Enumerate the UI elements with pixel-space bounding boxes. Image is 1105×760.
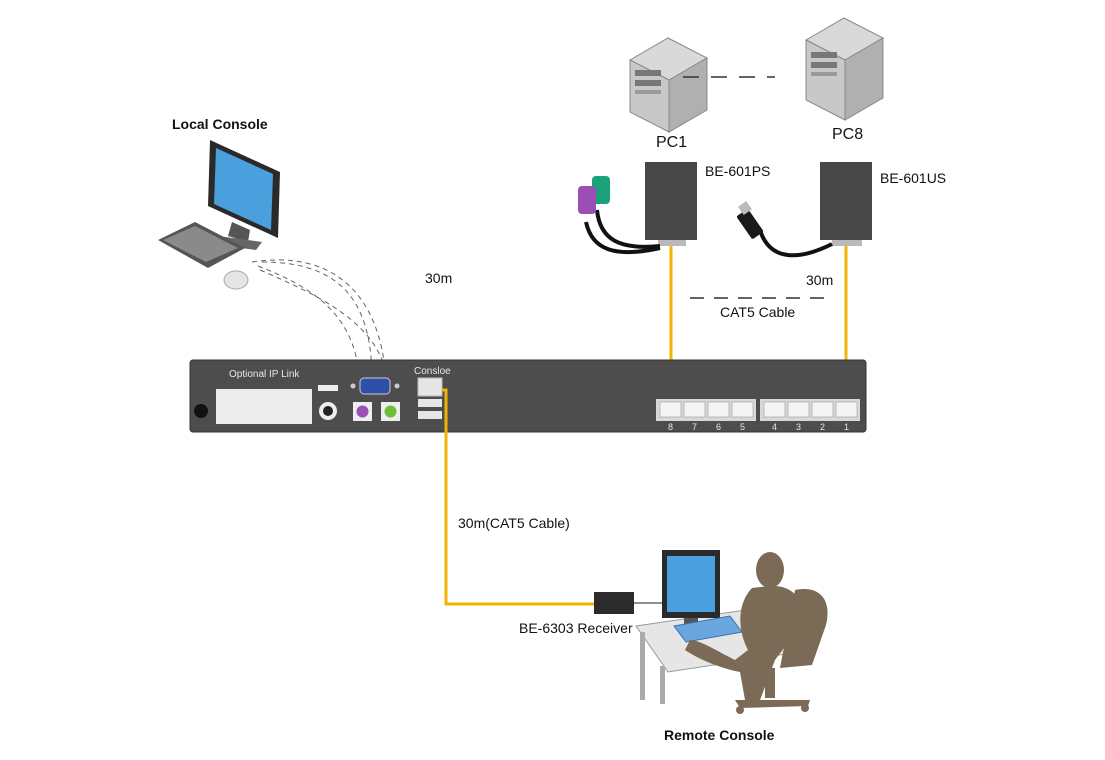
optional-ip-link-panel <box>216 389 312 424</box>
cable-length-right-label: 30m <box>806 272 834 288</box>
ps2-connectors-icon <box>578 176 661 255</box>
local-mouse-icon <box>223 270 249 290</box>
rj45-port <box>787 401 810 418</box>
console-usb-port-2 <box>418 411 442 419</box>
port-number: 1 <box>844 422 850 432</box>
pc8-tower-icon <box>804 17 885 121</box>
pc1-label: PC1 <box>656 134 688 151</box>
cable-length-left-label: 30m <box>425 270 453 286</box>
console-port-label: Consloe <box>414 366 451 377</box>
rj45-port <box>731 401 754 418</box>
vga-port-icon <box>359 377 391 395</box>
receiver-label: BE-6303 Receiver <box>519 620 633 636</box>
be-601us-module <box>820 162 872 240</box>
cat5-cable-console <box>442 388 594 606</box>
remote-console-label: Remote Console <box>664 727 775 743</box>
rj45-port <box>835 401 858 418</box>
port-number: 8 <box>668 422 674 432</box>
port-number: 5 <box>740 422 746 432</box>
pc8-label: PC8 <box>832 126 864 143</box>
pc1-tower-icon <box>628 37 709 133</box>
port-number: 2 <box>820 422 826 432</box>
be-601us-label: BE-601US <box>880 170 947 186</box>
be-601ps-module <box>645 162 697 240</box>
port-number: 7 <box>692 422 698 432</box>
port-number: 3 <box>796 422 802 432</box>
optional-ip-link-label: Optional IP Link <box>229 369 300 380</box>
cat5-cable-label: CAT5 Cable <box>720 304 796 320</box>
console-cable-label: 30m(CAT5 Cable) <box>458 515 570 531</box>
remote-monitor-icon <box>662 550 720 626</box>
remote-operator-silhouette <box>685 552 828 714</box>
rj45-port <box>659 401 682 418</box>
local-monitor-icon <box>208 140 280 250</box>
power-button[interactable] <box>194 404 208 418</box>
port-number: 4 <box>772 422 778 432</box>
usb-port-icon <box>318 385 338 391</box>
be-6303-receiver <box>594 592 634 614</box>
rj45-port <box>763 401 786 418</box>
be-601ps-label: BE-601PS <box>705 163 771 179</box>
local-console-label: Local Console <box>172 116 268 132</box>
console-usb-port-1 <box>418 399 442 407</box>
rj45-port <box>707 401 730 418</box>
port-number: 6 <box>716 422 722 432</box>
rj45-port <box>811 401 834 418</box>
usb-connector-icon <box>737 201 833 258</box>
rj45-port <box>683 401 706 418</box>
console-rj45-port <box>417 377 443 397</box>
